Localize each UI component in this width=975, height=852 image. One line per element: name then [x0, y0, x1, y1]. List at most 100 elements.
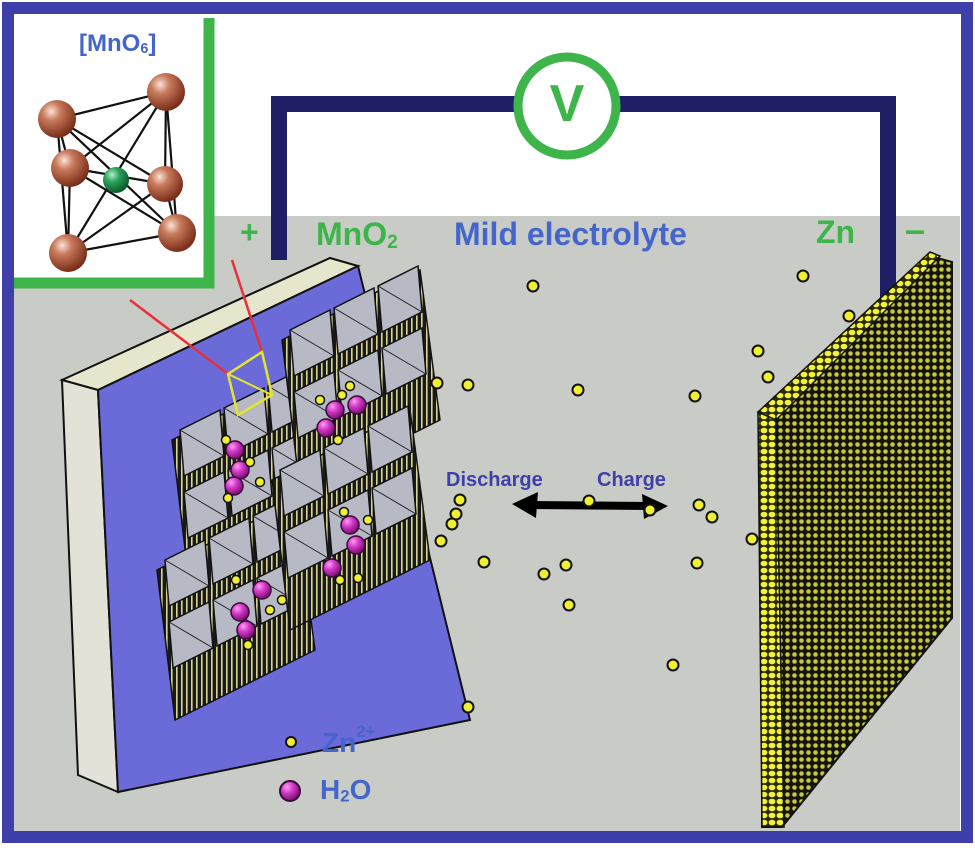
zn-ion	[477, 555, 491, 569]
intercalated-zn-ion	[334, 574, 346, 586]
zn-ion	[453, 493, 467, 507]
electrolyte-label: Mild electrolyte	[454, 216, 687, 252]
intercalated-zn-ion	[338, 506, 350, 518]
octahedron-edge	[283, 531, 329, 559]
octahedron-edge	[381, 347, 427, 375]
voltmeter-symbol: V	[549, 75, 585, 133]
zn-plate-side-edge	[757, 410, 785, 828]
octahedron-edge	[333, 307, 379, 335]
mno2-electrode	[59, 256, 472, 794]
mno6-label: [MnO6]	[79, 32, 156, 57]
water-molecule	[325, 400, 345, 420]
zn-ion	[562, 598, 576, 612]
zn-ion	[582, 494, 596, 508]
cathode-label-subscript: 2	[387, 231, 398, 253]
octahedron-edge	[289, 329, 335, 357]
legend-zn-ion-label: Zn2+	[322, 722, 376, 759]
mno2-octahedra-layers	[156, 264, 441, 722]
mno6-label-main: [MnO	[79, 30, 141, 57]
zn-ions-in-electrolyte	[430, 269, 856, 714]
anode-polarity: –	[905, 209, 926, 250]
water-molecule	[225, 440, 245, 460]
intercalated-zn-ion	[254, 476, 266, 488]
zn-ion	[643, 503, 657, 517]
intercalated-zn-ion	[222, 492, 234, 504]
intercalated-zn-ion	[220, 434, 232, 446]
octahedron-edge	[323, 447, 369, 475]
intercalated-zn-ion	[244, 456, 256, 468]
oxygen-atom	[51, 149, 89, 187]
zn-ion	[445, 517, 459, 531]
inset-border	[14, 18, 215, 289]
octahedron-edge	[168, 621, 214, 649]
intercalated-zn-ion	[264, 604, 276, 616]
water-molecule	[322, 558, 342, 578]
cathode-polarity: +	[240, 214, 259, 250]
legend-water-h: H	[320, 774, 341, 805]
intercalated-zn-ion	[242, 639, 254, 651]
legend-zn-ion-main: Zn	[322, 727, 357, 759]
charge-label: Charge	[597, 469, 666, 491]
water-molecule	[346, 535, 366, 555]
zn-ion	[559, 558, 573, 572]
intercalated-zn-ion	[344, 380, 356, 392]
oxygen-atom	[38, 100, 76, 138]
legend-zn-ion-charge: 2+	[356, 722, 376, 741]
discharge-label: Discharge	[446, 469, 543, 491]
legend-water-subscript: 2	[340, 786, 350, 806]
intercalated-zn-ion	[332, 434, 344, 446]
zn-ion	[461, 378, 475, 392]
legend-water-marker	[279, 780, 301, 802]
oxygen-atom	[158, 214, 196, 252]
voltmeter-circle	[513, 52, 621, 160]
octahedron-edge	[367, 425, 413, 453]
water-molecule	[340, 515, 360, 535]
intercalated-zn-ion	[352, 572, 364, 584]
cathode-label-main: MnO	[316, 216, 388, 252]
octahedron-edge	[371, 487, 417, 515]
zn-ion	[461, 700, 475, 714]
octahedron-edge	[164, 559, 210, 587]
zn-ion	[796, 269, 810, 283]
octahedron-edge	[208, 537, 254, 565]
voltmeter	[513, 52, 621, 160]
intercalated-zn-ion	[336, 389, 348, 401]
water-molecule	[347, 395, 367, 415]
oxygen-atom	[147, 166, 183, 202]
water-molecule	[316, 418, 336, 438]
zn-ion	[842, 309, 856, 323]
octahedron-edge	[377, 285, 423, 313]
intercalated-zn-ion	[362, 514, 374, 526]
zoom-line-left	[129, 299, 229, 375]
legend-water-label: H2O	[320, 776, 371, 805]
zn-electrode	[756, 251, 953, 828]
intercalated-zn-ion	[230, 574, 242, 586]
mno6-label-close: ]	[148, 30, 157, 57]
zn-ion	[434, 534, 448, 548]
water-molecule	[230, 602, 250, 622]
zn-ion	[526, 279, 540, 293]
water-molecule	[224, 476, 244, 496]
zn-ion	[705, 510, 719, 524]
zn-ion	[690, 556, 704, 570]
oxygen-atom	[49, 234, 87, 272]
octahedron-edge	[183, 491, 229, 519]
intercalated-zn-ion	[314, 394, 326, 406]
water-molecule	[236, 620, 256, 640]
octahedron-edge	[179, 429, 225, 457]
cathode-label: MnO2	[316, 218, 398, 252]
zn-ion	[430, 376, 444, 390]
mno6-label-subscript: 6	[140, 41, 149, 58]
octahedron-edge	[279, 469, 325, 497]
zn-ion	[745, 532, 759, 546]
zn-ion	[537, 567, 551, 581]
octahedron-edge	[337, 369, 383, 397]
zn-ion	[692, 498, 706, 512]
zn-ion	[761, 370, 775, 384]
legend-zn-ion-marker	[285, 736, 297, 748]
zoom-line-right	[230, 259, 264, 353]
anode-label: Zn	[816, 214, 856, 250]
